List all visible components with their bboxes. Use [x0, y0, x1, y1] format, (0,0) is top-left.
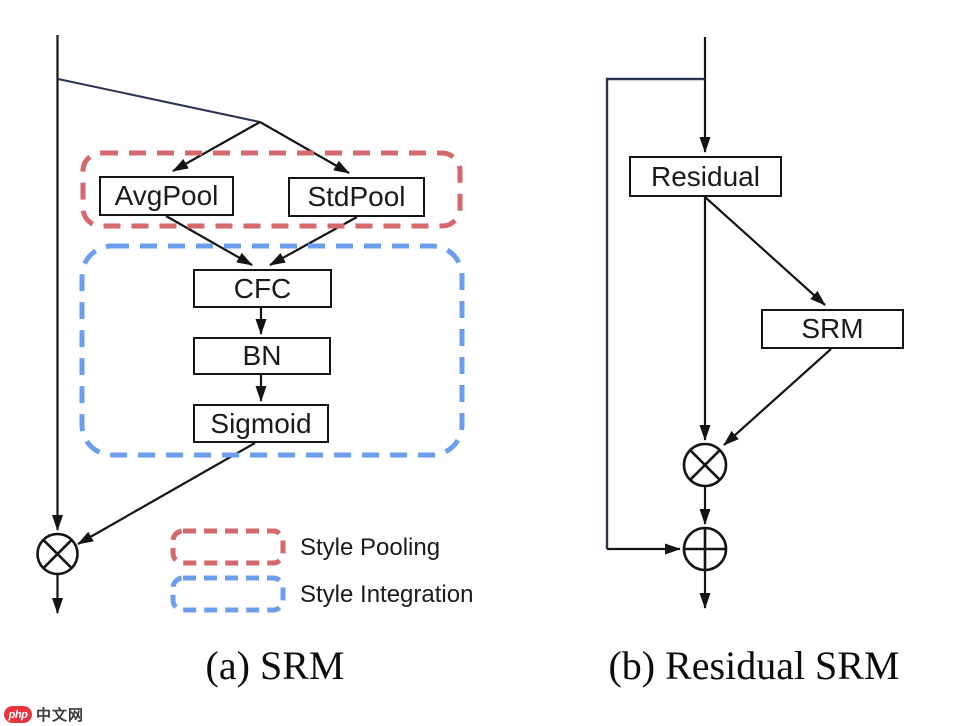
b-residual-to-srm: [704, 196, 826, 306]
a-split-to-avgpool: [172, 121, 261, 172]
panel-b-edges: [605, 37, 832, 609]
node-srm: SRM: [761, 309, 904, 349]
node-cfc: CFC: [193, 269, 332, 308]
b-add-operator: [682, 526, 728, 572]
node-bn: BN: [193, 337, 331, 375]
caption-panel-a: (a) SRM: [205, 643, 345, 688]
a-multiply-operator: [36, 532, 79, 576]
b-skip-line: [605, 77, 705, 549]
caption-panel-b: (b) Residual SRM: [608, 643, 900, 688]
node-avgpool: AvgPool: [99, 176, 234, 216]
a-avgpool-to-cfc: [165, 215, 253, 266]
b-srm-to-multiply: [723, 348, 832, 446]
node-stdpool: StdPool: [288, 177, 425, 217]
legend-style-integration-swatch: [170, 575, 286, 613]
node-sigmoid: Sigmoid: [193, 404, 329, 443]
b-multiply-operator: [682, 442, 728, 488]
a-split-to-stdpool: [259, 121, 350, 174]
legend-style-pooling-label: Style Pooling: [300, 534, 441, 561]
panel-a-edges: [52, 35, 358, 614]
watermark-text: 中文网: [36, 707, 85, 724]
php-logo-icon: php: [4, 706, 32, 723]
legend-style-pooling-swatch: [170, 528, 286, 566]
legend-style-integration-label: Style Integration: [300, 581, 474, 608]
style-pooling-region: [80, 150, 463, 229]
a-sigmoid-to-multiply: [77, 442, 256, 545]
watermark: php 中文网: [4, 704, 84, 725]
node-residual: Residual: [629, 156, 782, 197]
a-skip-line: [57, 78, 261, 123]
